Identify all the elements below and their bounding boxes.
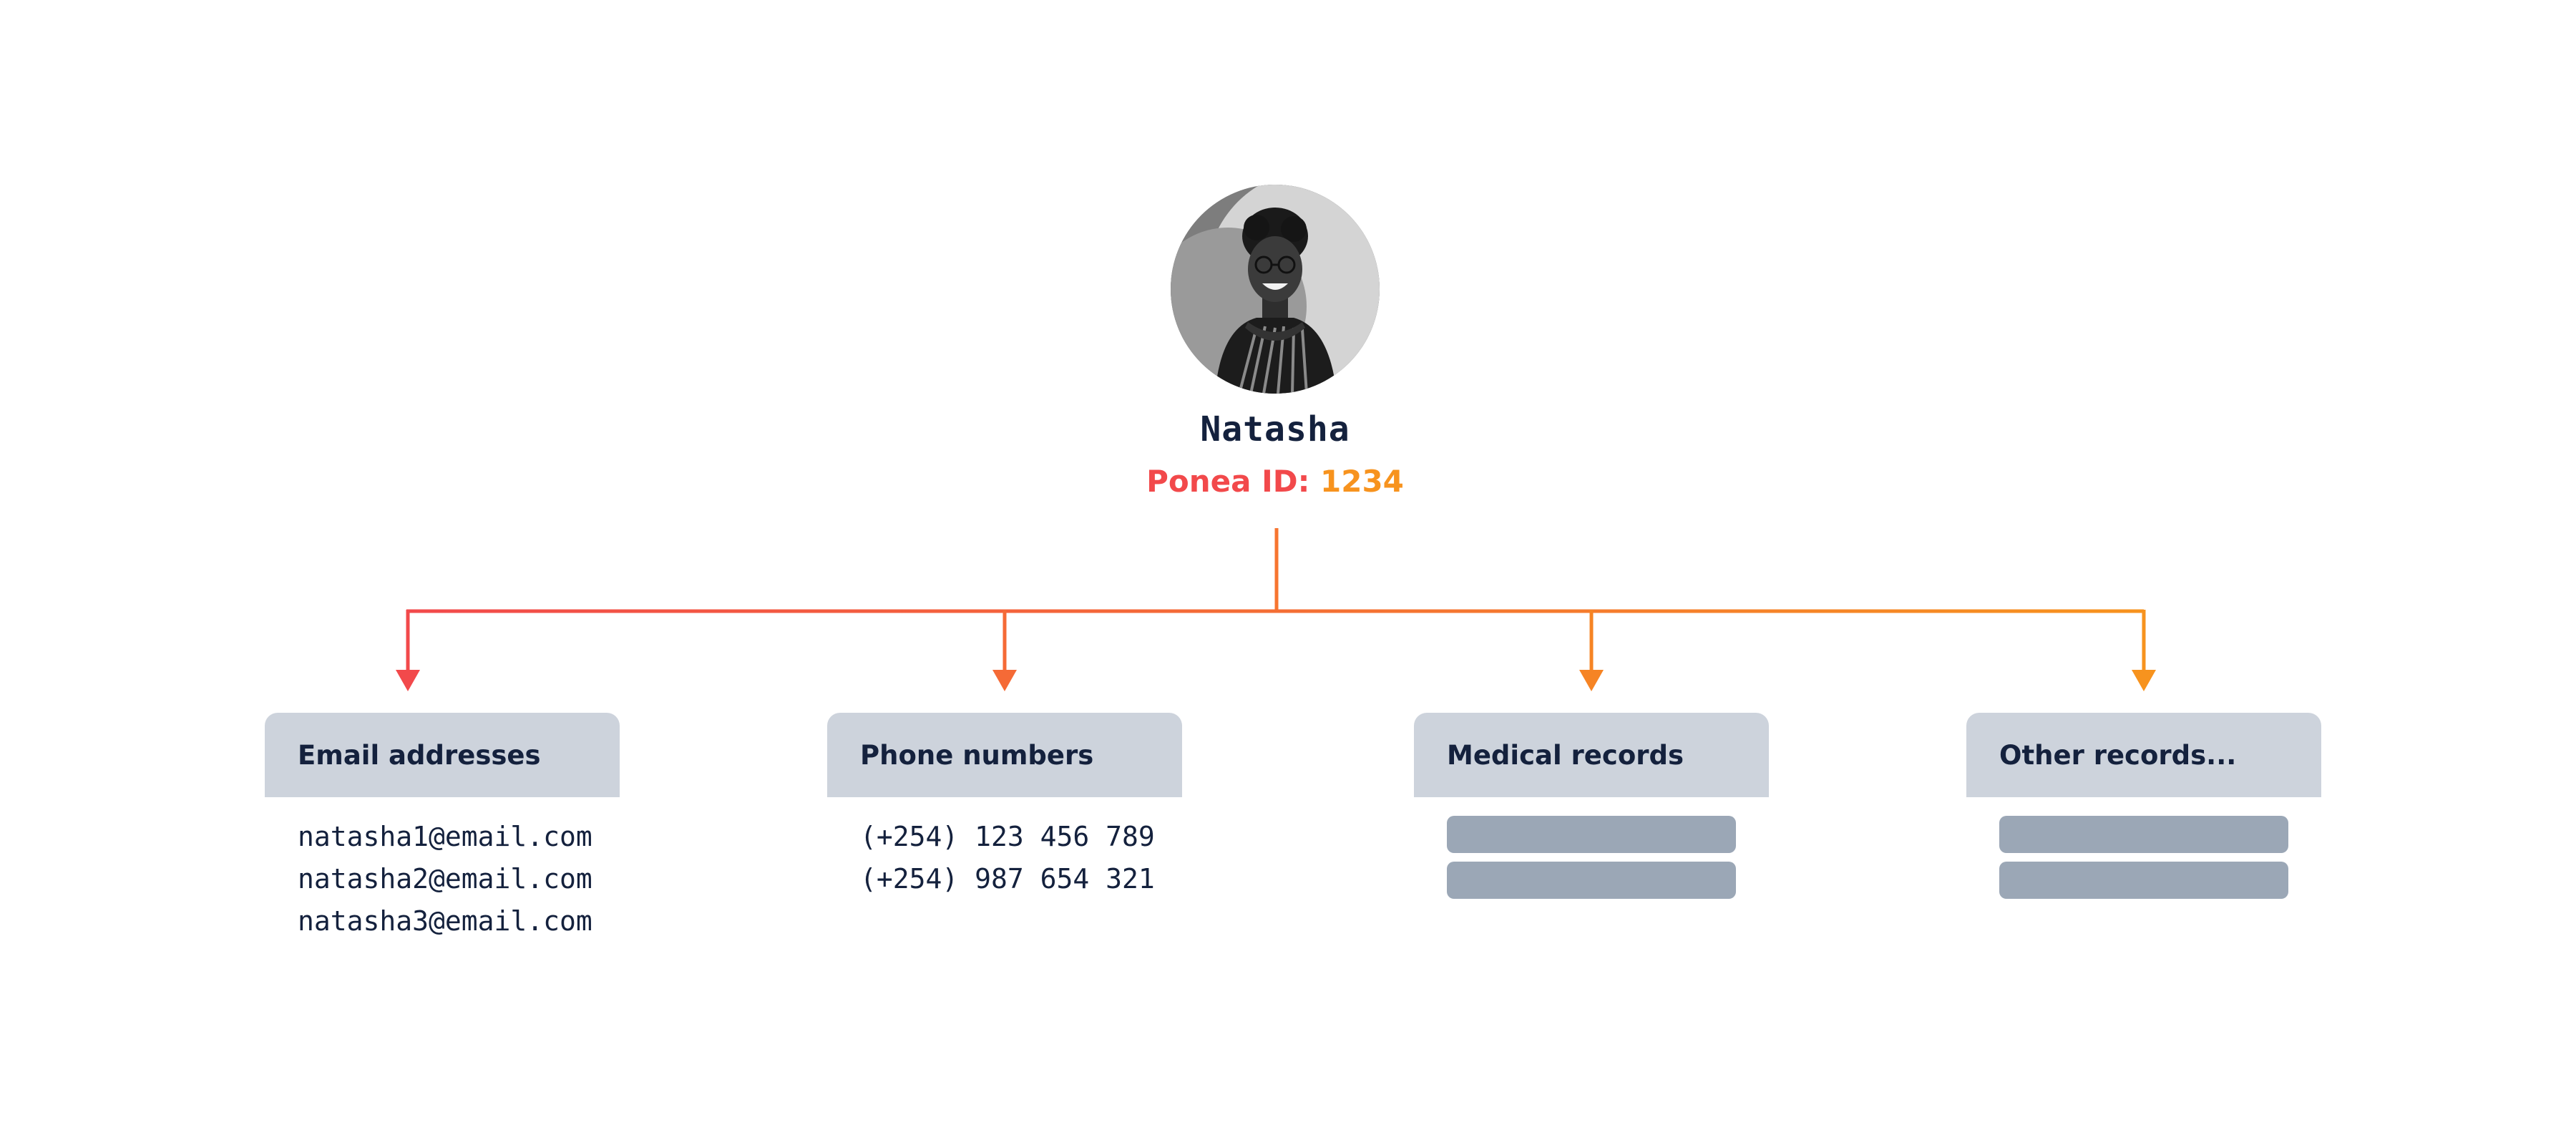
profile-photo xyxy=(1171,185,1380,394)
medical-placeholder-bar xyxy=(1447,816,1736,853)
card-header-phone: Phone numbers xyxy=(827,713,1182,797)
person-name: Natasha xyxy=(1200,409,1350,449)
phone-item: (+254) 123 456 789 xyxy=(860,821,1155,852)
card-header-medical: Medical records xyxy=(1414,713,1769,797)
other-placeholder-bar xyxy=(1999,816,2288,853)
phone-list: (+254) 123 456 789 (+254) 987 654 321 xyxy=(860,816,1155,900)
medical-placeholder-bar xyxy=(1447,862,1736,899)
card-header-email: Email addresses xyxy=(265,713,620,797)
ponea-id-label: Ponea ID: xyxy=(1146,464,1310,499)
email-list: natasha1@email.com natasha2@email.com na… xyxy=(298,816,592,942)
email-item: natasha2@email.com xyxy=(298,863,592,895)
ponea-id: Ponea ID: 1234 xyxy=(1073,464,1477,499)
arrowhead-email xyxy=(396,670,420,691)
other-placeholder-bar xyxy=(1999,862,2288,899)
arrowhead-medical xyxy=(1579,670,1604,691)
avatar xyxy=(1171,185,1380,394)
arrowhead-other xyxy=(2132,670,2156,691)
email-item: natasha1@email.com xyxy=(298,821,592,852)
email-item: natasha3@email.com xyxy=(298,905,592,937)
phone-item: (+254) 987 654 321 xyxy=(860,863,1155,895)
card-header-other: Other records... xyxy=(1966,713,2321,797)
ponea-id-value: 1234 xyxy=(1320,464,1404,499)
arrowhead-phone xyxy=(992,670,1017,691)
